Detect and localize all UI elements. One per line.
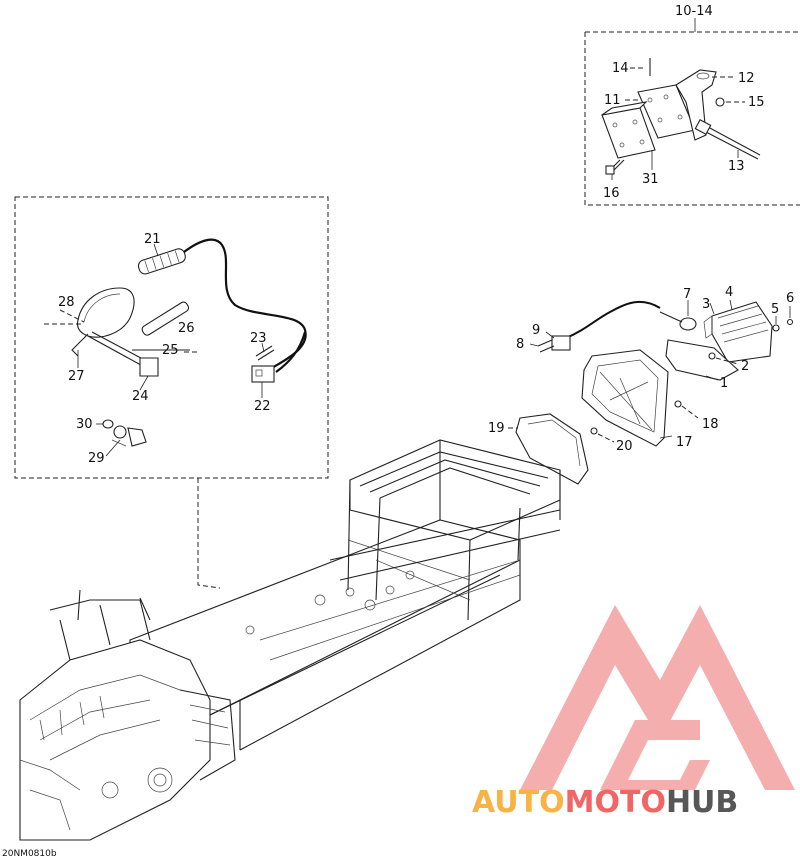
callout-22: 22	[254, 399, 271, 414]
callout-26: 26	[178, 321, 195, 336]
callout-14: 14	[612, 61, 629, 76]
box-wiring-parts: 21 28 26 23 25 27 24 22 30 29	[14, 196, 329, 479]
diagram-code: 20NM0810b	[2, 849, 57, 859]
callout-16: 16	[603, 186, 620, 201]
dashed-link-to-chassis	[197, 478, 221, 589]
callout-29: 29	[88, 451, 105, 466]
wire-harness	[183, 238, 307, 369]
callout-13: 13	[728, 159, 745, 174]
nut-30-part	[113, 425, 127, 439]
screw-18-part	[674, 400, 682, 408]
automotohub-watermark: AUTOMOTOHUB	[472, 605, 795, 820]
callout-10-14: 10-14	[675, 4, 713, 19]
callout-23: 23	[250, 331, 267, 346]
dashed-frame-top-right	[584, 31, 800, 206]
taillight-assembly: 7 4 3 5 6 9 8 2 1 18 19 20 17	[488, 285, 794, 485]
screw-2-part	[708, 352, 716, 360]
callout-24: 24	[132, 389, 149, 404]
callout-3: 3	[702, 297, 710, 312]
connector-9-part	[551, 335, 571, 351]
bracket-part	[675, 69, 717, 141]
front-body	[19, 639, 211, 841]
gasket-part	[703, 315, 713, 339]
box-mounting-bracket: 10-14 14 12 11 15 13	[584, 4, 800, 206]
callout-8: 8	[516, 337, 524, 352]
washer-part	[102, 419, 114, 429]
heated-grip-part	[137, 248, 186, 275]
callout-28: 28	[58, 295, 75, 310]
callout-25: 25	[162, 343, 179, 358]
taillight-wire	[565, 300, 661, 339]
bolt-long-part	[707, 126, 761, 156]
callout-12: 12	[738, 71, 755, 86]
watermark-text-hub: HUB	[666, 785, 738, 820]
callout-17: 17	[676, 435, 693, 450]
lens-frame-part	[581, 349, 669, 447]
callout-2: 2	[741, 359, 749, 374]
screw-6-part	[786, 318, 794, 326]
dashed-frame-left	[14, 196, 329, 479]
callout-9: 9	[532, 323, 540, 338]
callout-27: 27	[68, 369, 85, 384]
callout-30: 30	[76, 417, 93, 432]
watermark-text-auto: AUTO	[472, 785, 565, 820]
callout-19: 19	[488, 421, 505, 436]
screw-5-part	[772, 324, 780, 332]
terminal-part	[255, 345, 275, 361]
callout-20: 20	[616, 439, 633, 454]
callout-15: 15	[748, 95, 765, 110]
taillight-bracket-part	[665, 339, 739, 381]
callout-18: 18	[702, 417, 719, 432]
callout-4: 4	[725, 285, 733, 300]
watermark-text-moto: MOTO	[565, 785, 666, 820]
watermark-logo-mark	[520, 605, 795, 790]
rubber-block-part	[601, 107, 656, 159]
clip-part	[127, 427, 147, 447]
callout-31: 31	[642, 172, 659, 187]
terminals-8-part	[537, 339, 555, 353]
svg-text:AUTOMOTOHUB: AUTOMOTOHUB	[472, 785, 738, 820]
rod-part	[141, 301, 190, 336]
lens-part	[515, 413, 589, 485]
mirror-part	[76, 287, 135, 338]
bulb-socket-part	[679, 317, 697, 331]
callout-7: 7	[683, 287, 691, 302]
callout-21: 21	[144, 232, 161, 247]
callout-5: 5	[771, 302, 779, 317]
callout-1: 1	[720, 376, 728, 391]
snowmobile-chassis	[19, 439, 561, 841]
callout-11: 11	[604, 93, 621, 108]
connector-part	[251, 365, 275, 383]
nut-part	[715, 97, 725, 107]
screw-20-part	[590, 427, 598, 435]
callout-6: 6	[786, 291, 794, 306]
